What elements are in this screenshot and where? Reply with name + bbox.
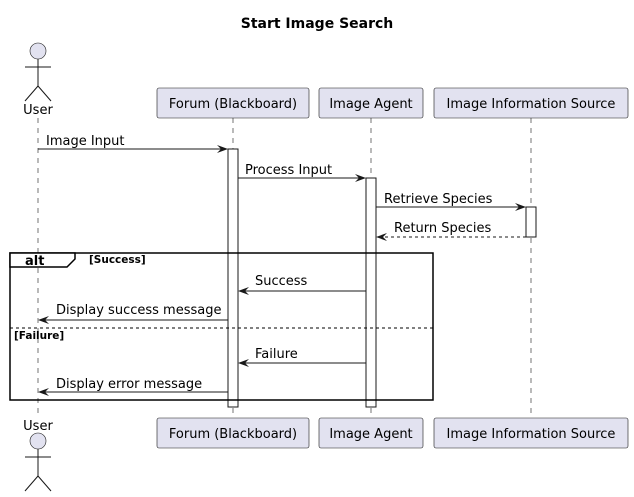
activation-image-info-source (525, 206, 537, 238)
svg-text:Return Species: Return Species (394, 221, 492, 236)
image-info-source-label-top: Image Information Source (447, 97, 616, 112)
guard-failure: [Failure] (14, 330, 64, 342)
svg-text:Failure: Failure (255, 347, 298, 362)
image-agent-label-top: Image Agent (329, 97, 412, 112)
svg-text:Success: Success (255, 274, 308, 289)
participant-image-info-source-bottom: Image Information Source (433, 417, 629, 449)
user-actor-top-icon (24, 42, 52, 102)
participant-forum-bottom: Forum (Blackboard) (156, 417, 310, 449)
participant-image-agent-bottom: Image Agent (318, 417, 424, 449)
message-display-success: Display success message (38, 303, 228, 324)
activation-image-agent (365, 177, 377, 408)
guard-success: [Success] (89, 254, 146, 266)
image-info-source-label-bottom: Image Information Source (447, 427, 616, 442)
user-label-top: User (23, 103, 53, 118)
diagram-title: Start Image Search (241, 16, 394, 32)
message-image-input: Image Input (38, 134, 228, 153)
message-retrieve-species: Retrieve Species (376, 192, 526, 211)
message-return-species: Return Species (376, 221, 526, 241)
participant-image-info-source-top: Image Information Source (433, 87, 629, 119)
image-agent-label-bottom: Image Agent (329, 427, 412, 442)
forum-label-bottom: Forum (Blackboard) (169, 427, 297, 442)
message-display-error: Display error message (38, 377, 228, 396)
activation-forum (227, 148, 239, 408)
participant-image-agent-top: Image Agent (318, 87, 424, 119)
user-actor-bottom-icon (24, 432, 52, 492)
svg-text:Process Input: Process Input (245, 163, 332, 178)
svg-text:Image Input: Image Input (46, 134, 125, 149)
svg-text:Display success message: Display success message (56, 303, 221, 318)
svg-text:Display error message: Display error message (56, 377, 202, 392)
participant-forum-top: Forum (Blackboard) (156, 87, 310, 119)
user-label-bottom: User (23, 419, 53, 434)
alt-keyword: alt (25, 254, 44, 269)
message-process-input: Process Input (238, 163, 366, 182)
alt-frame: alt [Success] [Failure] (9, 252, 434, 401)
forum-label-top: Forum (Blackboard) (169, 97, 297, 112)
svg-text:Retrieve Species: Retrieve Species (384, 192, 493, 207)
message-success: Success (238, 274, 366, 295)
message-failure: Failure (238, 347, 366, 367)
